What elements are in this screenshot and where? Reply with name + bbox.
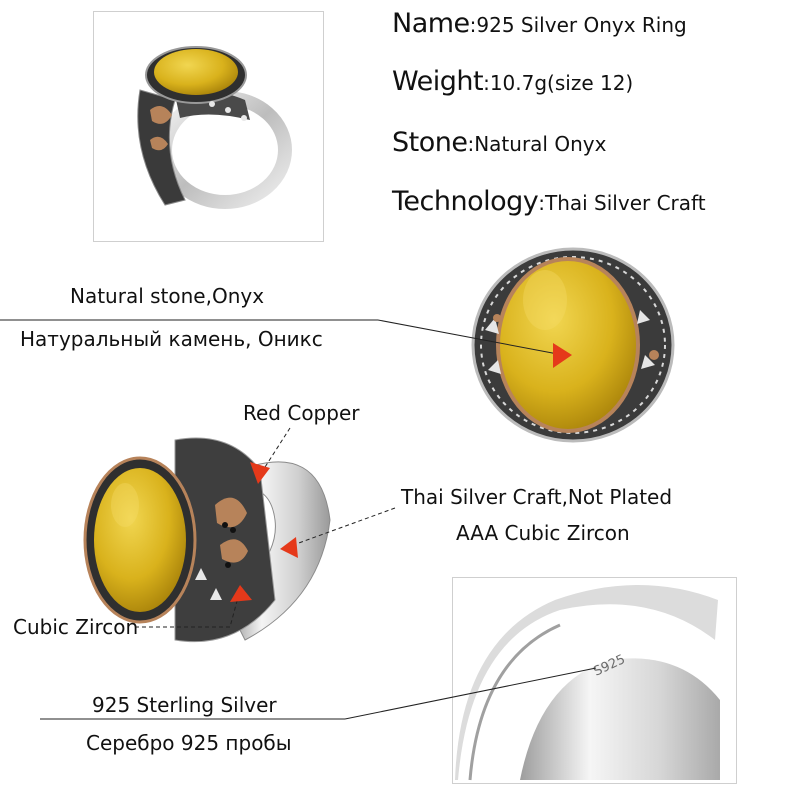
arrow-cubic-zircon [230, 585, 252, 602]
label-natural-stone-en: Natural stone,Onyx [70, 284, 265, 308]
label-red-copper: Red Copper [243, 401, 360, 425]
spec-technology-value: :Thai Silver Craft [538, 191, 706, 215]
spec-weight-value: :10.7g(size 12) [483, 71, 634, 95]
label-aaa-cubic-zircon: AAA Cubic Zircon [456, 521, 630, 545]
spec-name: Name:925 Silver Onyx Ring [392, 8, 687, 39]
spec-weight-key: Weight [392, 66, 484, 97]
arrow-red-copper [250, 462, 270, 484]
spec-technology: Technology:Thai Silver Craft [392, 186, 706, 217]
label-natural-stone-ru: Натуральный камень, Оникс [20, 327, 323, 351]
label-sterling-silver-en: 925 Sterling Silver [92, 693, 277, 717]
callout-arrows [230, 343, 572, 602]
label-thai-silver-craft: Thai Silver Craft,Not Plated [401, 485, 673, 509]
arrow-thai-craft [280, 537, 298, 558]
ring-main-image [137, 46, 292, 209]
label-cubic-zircon: Cubic Zircon [13, 615, 139, 639]
spec-stone: Stone:Natural Onyx [392, 127, 606, 158]
ring-top-view-image [471, 247, 675, 443]
spec-stone-key: Stone [392, 127, 468, 158]
spec-weight: Weight:10.7g(size 12) [392, 66, 633, 97]
spec-technology-key: Technology [392, 186, 539, 217]
arrow-stone [553, 343, 572, 368]
label-sterling-silver-ru: Серебро 925 пробы [86, 731, 292, 755]
spec-name-value: :925 Silver Onyx Ring [469, 13, 687, 37]
ring-hallmark-image: S925 [455, 585, 720, 781]
callout-lines [0, 319, 597, 720]
spec-stone-value: :Natural Onyx [467, 132, 607, 156]
spec-name-key: Name [392, 8, 470, 39]
ring-side-view-image [83, 437, 331, 643]
